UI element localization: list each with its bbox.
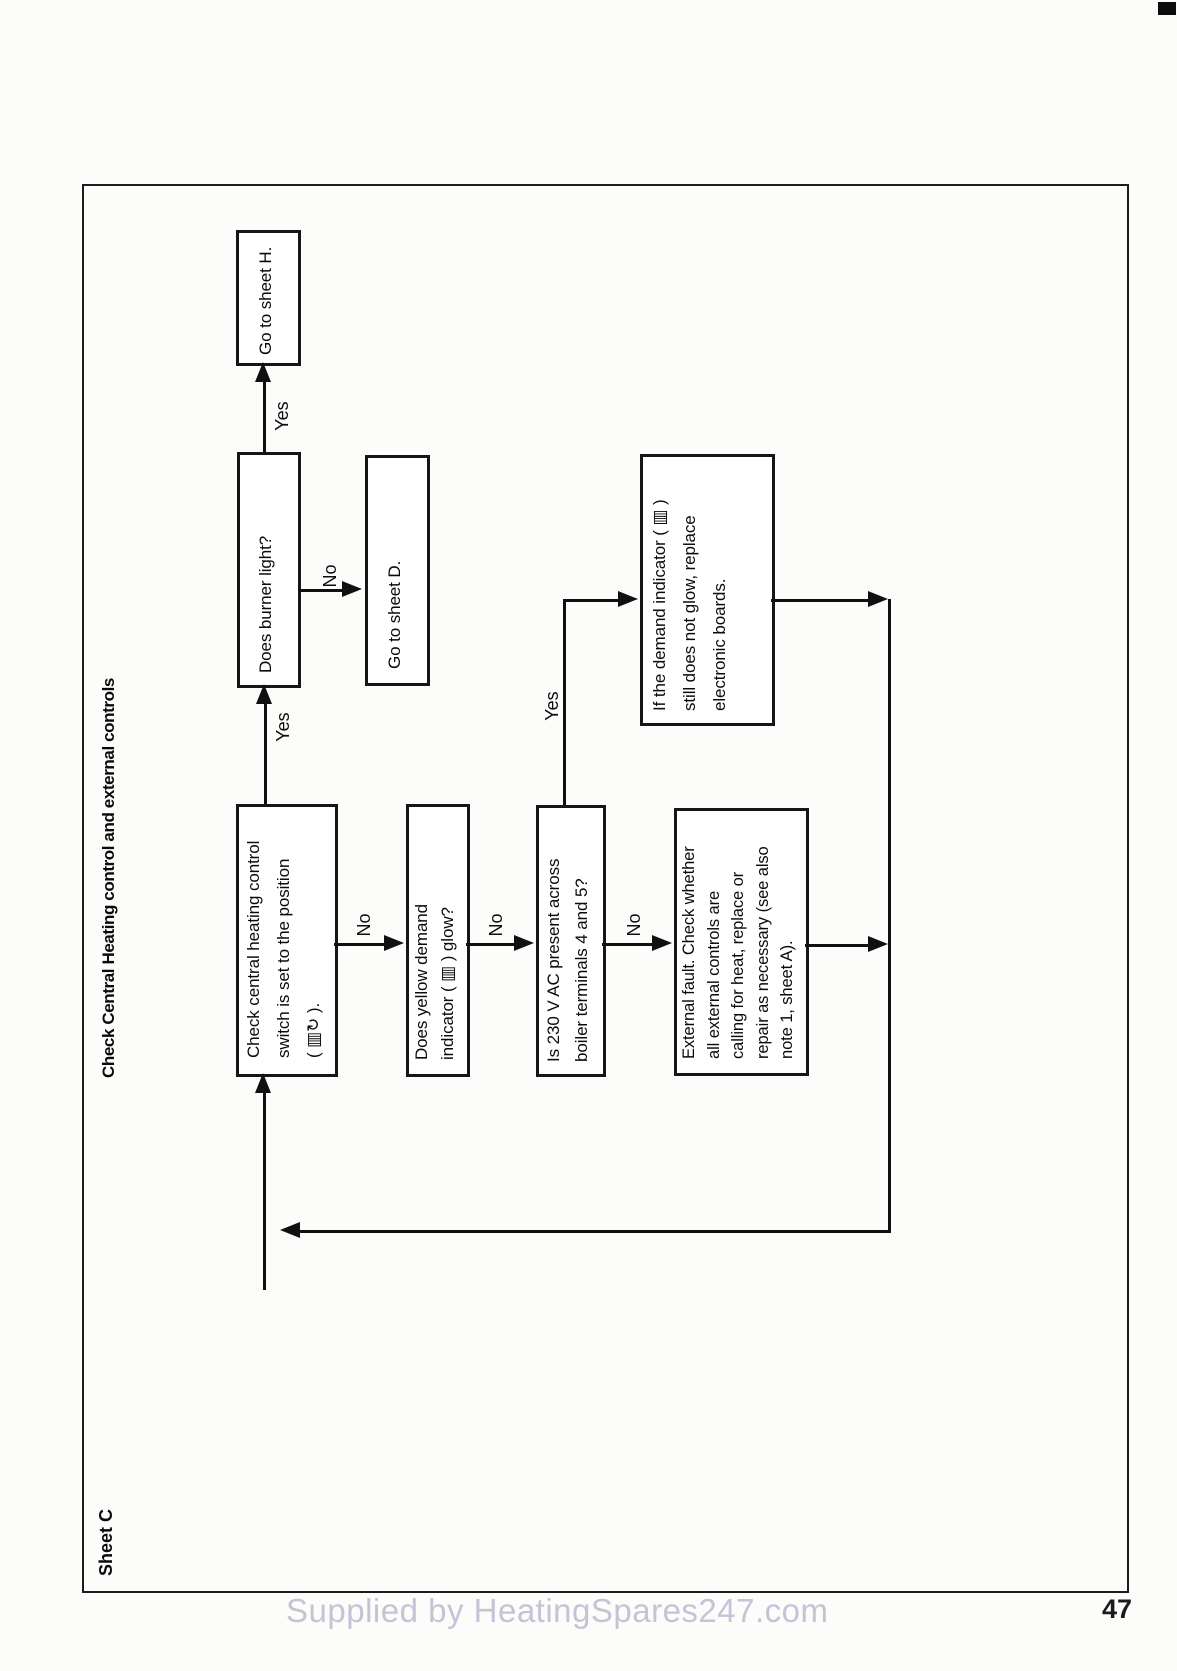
page-number: 47 (1102, 1594, 1133, 1624)
feedback-rail-into-start (263, 1093, 266, 1290)
flow-node-text radiator-icon: indicator ( ▥ ) glow? (438, 907, 457, 1060)
feedback-rail-bottom (300, 1230, 891, 1233)
supplier-watermark: Supplied by HeatingSpares247.com (286, 1592, 829, 1629)
arrow-volts-yes-horizontal (563, 599, 620, 602)
flow-node-text: calling for heat, replace or (729, 871, 747, 1059)
flow-node-check-ch-switch: Check central heating control switch is … (236, 804, 338, 1077)
flow-node-go-to-sheet-d: Go to sheet D. (365, 455, 430, 686)
flow-node-text: repair as necessary (see also (753, 846, 772, 1059)
flow-node-does-burner-light: Does burner light? (237, 452, 301, 688)
scan-corner-mark (1158, 2, 1176, 15)
flow-node-external-fault: External fault. Check whether all extern… (674, 808, 809, 1076)
page-title: Check Central Heating control and extern… (99, 678, 118, 1078)
flow-node-text: electronic boards. (710, 578, 729, 711)
flow-node-text: External fault. Check whether (680, 846, 698, 1059)
edge-label-no-yellow: No (486, 913, 506, 937)
flow-node-text: boiler terminals 4 and 5? (572, 878, 591, 1062)
arrowhead-up-icon (255, 362, 271, 382)
arrow-start-yes-to-burner (264, 704, 267, 804)
flow-node-text: Does burner light? (256, 535, 275, 673)
arrowhead-right-icon (384, 935, 404, 951)
arrowhead-left-icon (280, 1222, 300, 1238)
arrow-volts-no-to-external (602, 943, 654, 946)
flow-node-text: all external controls are (704, 890, 723, 1059)
arrowhead-right-icon (514, 935, 534, 951)
arrow-volts-yes-vertical (563, 601, 566, 805)
edge-label-yes-burner: Yes (272, 401, 292, 431)
arrowhead-right-icon (342, 581, 362, 597)
arrowhead-right-icon (868, 936, 888, 952)
edge-label-no-start: No (354, 913, 374, 937)
arrowhead-up-icon (256, 684, 272, 704)
arrowhead-right-icon (618, 591, 638, 607)
edge-label-yes-start: Yes (273, 712, 293, 742)
arrow-external-to-rail (805, 944, 870, 947)
sheet-label: Sheet C (96, 1508, 116, 1576)
edge-label-yes-volts: Yes (542, 691, 562, 721)
flow-node-text: Go to sheet D. (385, 560, 404, 669)
flowchart-frame (82, 184, 1129, 1593)
flow-node-text: Does yellow demand (412, 903, 431, 1060)
flow-node-230v-terminals: Is 230 V AC present across boiler termin… (536, 805, 606, 1077)
edge-label-no-burner: No (320, 564, 340, 588)
arrowhead-right-icon (652, 935, 672, 951)
edge-label-no-volts: No (624, 913, 644, 937)
arrow-yellow-no-to-volts (466, 943, 516, 946)
flow-node-text: Check central heating control (244, 840, 263, 1058)
arrow-burner-no-to-sheet-d (298, 589, 344, 592)
arrow-start-no-to-yellow (334, 943, 386, 946)
flow-node-text: note 1, sheet A). (778, 940, 796, 1059)
arrowhead-right-icon (868, 591, 888, 607)
arrow-demand-to-rail (771, 599, 870, 602)
flow-node-text: switch is set to the position (274, 858, 293, 1058)
flow-node-text: Go to sheet H. (256, 246, 275, 355)
flow-node-text: still does not glow, replace (680, 515, 699, 711)
flow-node-text radiator-icon: If the demand indicator ( ▥ ) (650, 499, 669, 711)
flow-node-replace-electronic-boards: If the demand indicator ( ▥ ) still does… (640, 454, 775, 726)
arrowhead-up-icon (255, 1073, 271, 1093)
flow-node-text radiator-icon dial-arrow-icon: ( ▥↻ ). (304, 1002, 323, 1058)
flow-node-go-to-sheet-h: Go to sheet H. (236, 230, 301, 366)
flow-node-yellow-demand-indicator: Does yellow demand indicator ( ▥ ) glow? (406, 804, 470, 1077)
arrow-burner-yes-to-sheet-h (263, 382, 266, 452)
flow-node-text: Is 230 V AC present across (544, 858, 563, 1062)
feedback-rail-right (888, 599, 891, 1233)
